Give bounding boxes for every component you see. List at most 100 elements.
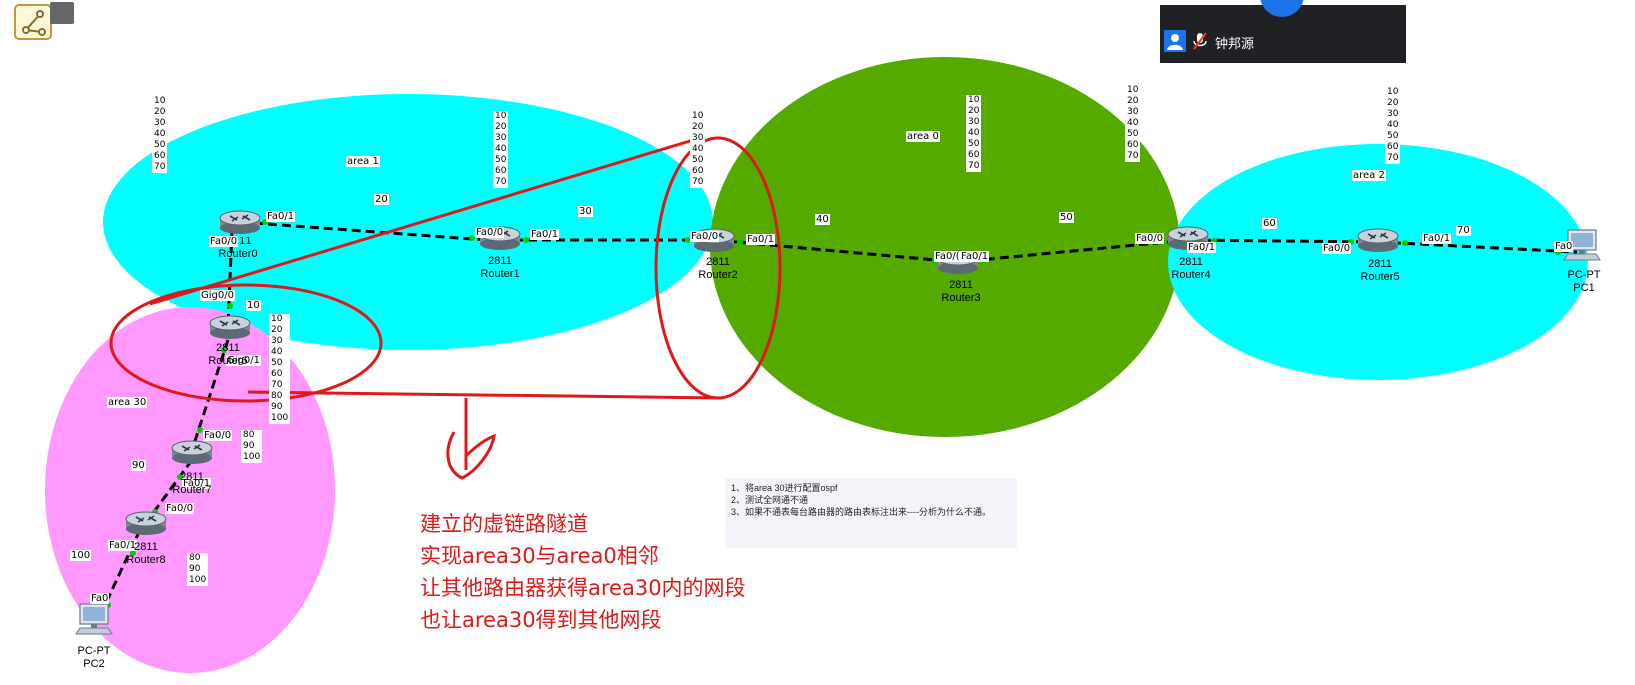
route-entry: 60 (968, 150, 980, 160)
route-entry: 50 (495, 155, 507, 165)
port-label: Fa0/0 (1322, 243, 1352, 254)
port-label: Fa0/1 (1422, 233, 1452, 244)
route-entry: 10 (692, 111, 704, 121)
mic-muted-icon[interactable] (1192, 31, 1208, 51)
route-entry: 30 (154, 118, 166, 128)
segment-label-10: 10 (246, 300, 261, 311)
link-r2-r3[interactable] (713, 238, 959, 264)
annotation-line: 让其他路由器获得area30内的网段 (420, 576, 746, 600)
route-entry: 90 (243, 441, 255, 451)
port-label: Fa0/1 (266, 211, 296, 222)
port-label: Fa0 (1554, 241, 1574, 252)
route-entry: 20 (1127, 96, 1139, 106)
link-r5-pc1[interactable] (1377, 240, 1578, 254)
router5-router-icon[interactable] (1357, 228, 1399, 252)
route-entry: 70 (154, 162, 166, 172)
port-dot (130, 550, 136, 556)
route-entry: 40 (495, 144, 507, 154)
user-icon[interactable] (1164, 30, 1186, 52)
route-entry: 20 (495, 122, 507, 132)
speaker-avatar (1260, 0, 1304, 17)
route-entry: 40 (154, 129, 166, 139)
route-entry: 100 (271, 413, 289, 423)
port-dot (737, 239, 743, 245)
area2-region[interactable] (1168, 144, 1588, 380)
route-entry: 60 (495, 166, 507, 176)
route-entry: 60 (271, 369, 283, 379)
router8-router-icon[interactable] (125, 511, 167, 535)
port-label: Fa0/0 (475, 227, 505, 238)
router6-label: 2811 Router6 (208, 342, 248, 367)
router3-label: 2811 Router3 (941, 279, 981, 304)
segment-label-40: 40 (815, 214, 830, 225)
area-label-area30: area 30 (107, 397, 148, 408)
route-entry: 60 (1127, 140, 1139, 150)
pc1-pc-icon[interactable] (1563, 229, 1601, 261)
participant-name: 钟邦源 (1215, 36, 1255, 51)
route-entry: 70 (1127, 151, 1139, 161)
task-item: 3、如果不通表每台路由器的路由表标注出来----分析为什么不通。 (731, 507, 991, 517)
area-label-area1: area 1 (346, 156, 380, 167)
segment-label-30: 30 (578, 206, 593, 217)
port-dot (177, 474, 183, 480)
route-entry: 30 (271, 336, 283, 346)
route-entry: 10 (154, 96, 166, 106)
link-r6-r7[interactable] (190, 339, 230, 451)
area-label-area2: area 2 (1352, 170, 1386, 181)
segment-label-100: 100 (70, 550, 92, 561)
route-entry: 100 (189, 575, 207, 585)
window-icon[interactable] (50, 2, 74, 24)
route-entry: 20 (692, 122, 704, 132)
link-r3-r4[interactable] (957, 238, 1189, 264)
route-entry: 30 (968, 117, 980, 127)
route-entry: 70 (968, 161, 980, 171)
route-entry: 10 (495, 111, 507, 121)
topology-app-icon[interactable] (14, 4, 52, 40)
router6-router-icon[interactable] (209, 315, 251, 339)
virtual-link-annotation: 建立的虚链路隧道 实现area30与area0相邻 让其他路由器获得area30… (420, 508, 746, 636)
link-r4-r5[interactable] (1187, 238, 1379, 244)
route-entry: 10 (271, 314, 283, 324)
pc2-pc-icon[interactable] (75, 603, 113, 635)
port-dot (197, 427, 203, 433)
route-entry: 20 (154, 107, 166, 117)
segment-label-90: 90 (131, 460, 146, 471)
router8-label: 2811 Router8 (126, 541, 166, 566)
area0-region[interactable] (710, 57, 1180, 437)
pc1-label: PC-PT PC1 (1567, 269, 1601, 294)
route-entry: 40 (1127, 118, 1139, 128)
annotation-line: 实现area30与area0相邻 (420, 544, 659, 568)
route-entry: 50 (271, 358, 283, 368)
segment-label-20: 20 (374, 194, 389, 205)
route-entry: 40 (692, 144, 704, 154)
port-label: 11 (239, 236, 252, 247)
route-entry: 10 (1387, 87, 1399, 97)
port-label: Fa0/1 (108, 540, 138, 551)
route-entry: 50 (154, 140, 166, 150)
port-dot (523, 237, 529, 243)
pc2-label: PC-PT PC2 (77, 645, 111, 670)
video-call-bar[interactable]: 钟邦源 (1160, 0, 1406, 63)
router0-router-icon[interactable] (219, 210, 261, 234)
route-entry: 80 (243, 430, 255, 440)
route-entry: 50 (1387, 131, 1399, 141)
route-entry: 70 (495, 177, 507, 187)
task-item: 2、测试全网通不通 (731, 495, 809, 505)
route-entry: 30 (495, 133, 507, 143)
route-entry: 40 (271, 347, 283, 357)
port-label: Fa0/1 (530, 229, 560, 240)
route-entry: 60 (1387, 142, 1399, 152)
route-entry: 40 (968, 128, 980, 138)
router5-label: 2811 Router5 (1360, 258, 1400, 283)
port-label: Fa0/1 (182, 478, 212, 489)
route-entry: 100 (243, 452, 261, 462)
router7-router-icon[interactable] (171, 440, 213, 464)
area-label-area0: area 0 (906, 131, 940, 142)
task-item: 1、将area 30进行配置ospf (731, 483, 838, 493)
